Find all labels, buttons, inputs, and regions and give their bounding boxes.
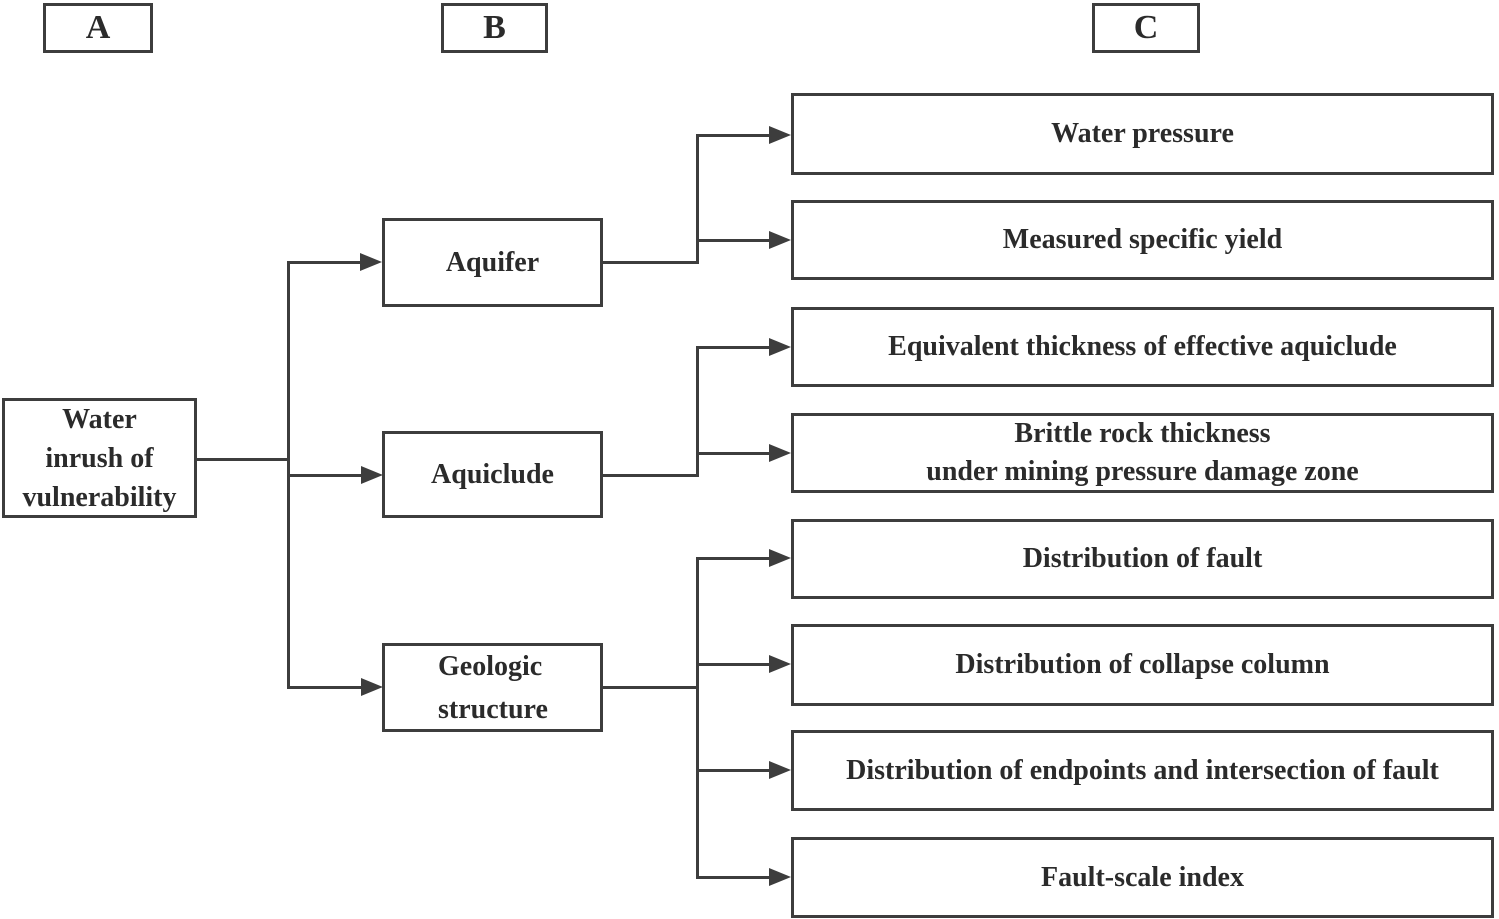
connector-to-measured-specific-yield: [697, 239, 770, 242]
connector-trunk-to-aquifer: [288, 261, 361, 264]
connector-geologic-branch-vertical: [696, 557, 699, 879]
arrowhead-to-measured-specific-yield: [769, 231, 791, 249]
b-node-aquifer: Aquifer: [382, 218, 603, 307]
connector-to-distribution-of-collapse-column: [697, 663, 770, 666]
connector-to-fault-scale-index: [697, 876, 770, 879]
arrowhead-to-water-pressure: [769, 126, 791, 144]
c-node-distribution-of-fault: Distribution of fault: [791, 519, 1494, 599]
arrowhead-to-fault-scale-index: [769, 868, 791, 886]
connector-geologic-out: [603, 686, 699, 689]
arrowhead-to-brittle-rock-thickness: [769, 444, 791, 462]
connector-aquifer-branch-vertical: [696, 134, 699, 264]
connector-to-water-pressure: [697, 134, 770, 137]
connector-aquiclude-out: [603, 474, 699, 477]
c-node-distribution-of-collapse-column: Distribution of collapse column: [791, 624, 1494, 706]
column-header-a: A: [43, 3, 153, 53]
column-header-c: C: [1092, 3, 1200, 53]
arrowhead-to-distribution-of-endpoints: [769, 761, 791, 779]
arrowhead-to-equivalent-thickness: [769, 338, 791, 356]
c-node-equivalent-thickness: Equivalent thickness of effective aquicl…: [791, 307, 1494, 387]
connector-trunk-to-geologic-structure: [288, 686, 361, 689]
root-node-water-inrush-of-vulnerability: Water inrush of vulnerability: [2, 398, 197, 518]
c-node-fault-scale-index: Fault-scale index: [791, 837, 1494, 918]
b-node-aquiclude: Aquiclude: [382, 431, 603, 518]
connector-aquifer-out: [603, 261, 699, 264]
arrowhead-to-aquiclude: [361, 466, 383, 484]
arrowhead-to-distribution-of-fault: [769, 549, 791, 567]
c-node-brittle-rock-thickness: Brittle rock thickness under mining pres…: [791, 413, 1494, 493]
arrowhead-to-geologic-structure: [361, 678, 383, 696]
connector-to-distribution-of-fault: [697, 557, 770, 560]
connector-root-to-trunk: [197, 458, 290, 461]
c-node-water-pressure: Water pressure: [791, 93, 1494, 175]
connector-to-brittle-rock-thickness: [697, 452, 770, 455]
arrowhead-to-aquifer: [360, 253, 382, 271]
arrowhead-to-distribution-of-collapse-column: [769, 655, 791, 673]
c-node-measured-specific-yield: Measured specific yield: [791, 200, 1494, 280]
connector-trunk-to-aquiclude: [288, 474, 361, 477]
connector-aquiclude-branch-vertical: [696, 346, 699, 477]
column-header-b: B: [441, 3, 548, 53]
connector-to-distribution-of-endpoints: [697, 769, 770, 772]
b-node-geologic-structure: Geologic structure: [382, 643, 603, 732]
c-node-distribution-of-endpoints: Distribution of endpoints and intersecti…: [791, 730, 1494, 811]
connector-to-equivalent-thickness: [697, 346, 770, 349]
